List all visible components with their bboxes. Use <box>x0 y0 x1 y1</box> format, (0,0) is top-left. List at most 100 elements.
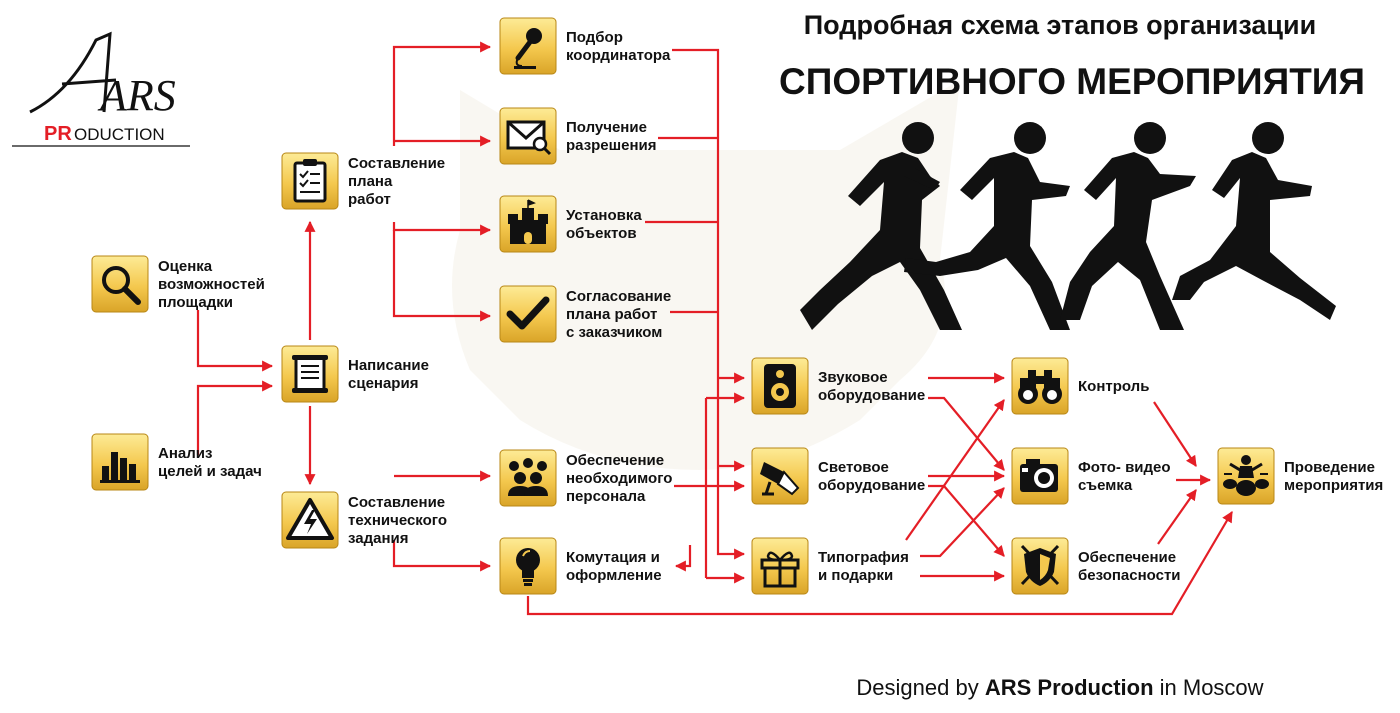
arrow-print-to-control <box>905 399 1005 541</box>
lightbulb-icon <box>516 548 540 586</box>
drummer-icon <box>1223 455 1269 496</box>
castle-icon <box>508 199 548 244</box>
node-label-line: оборудование <box>818 387 925 404</box>
speaker-icon <box>764 364 796 408</box>
binoculars-icon <box>1018 370 1062 404</box>
crowd-icon <box>508 458 548 496</box>
footer-prefix: Designed by <box>856 675 984 700</box>
arrow-tech-to-switch <box>392 540 492 572</box>
node-label-line: безопасности <box>1078 567 1181 584</box>
scroll-icon <box>292 355 328 393</box>
node-label-line: персонала <box>566 488 646 505</box>
node-label-line: целей и задач <box>158 463 262 480</box>
node-label: Контроль <box>1078 378 1149 395</box>
node-label-line: Обеспечение <box>1078 549 1176 566</box>
gift-icon <box>760 551 800 588</box>
runner-figure-3 <box>1060 122 1196 330</box>
footer-suffix: in Moscow <box>1154 675 1264 700</box>
background-watermark <box>452 80 960 470</box>
node-label-line: съемка <box>1078 477 1133 494</box>
logo-sub-rest: ODUCTION <box>74 125 165 144</box>
node-label-line: Звуковое <box>818 369 888 386</box>
node-label-line: Составление <box>348 155 445 172</box>
shield-icon <box>1020 544 1060 586</box>
node-label-line: Типография <box>818 549 909 566</box>
node-label-line: Подбор <box>566 29 623 46</box>
node-label-line: мероприятия <box>1284 477 1383 494</box>
node-label-line: разрешения <box>566 137 657 154</box>
logo-sub-bold: PR <box>44 123 72 145</box>
node-label-line: Комутация и <box>566 549 660 566</box>
runner-figure-2 <box>904 122 1070 330</box>
node-label-line: координатора <box>566 47 671 64</box>
node-label-line: площадки <box>158 294 233 311</box>
logo-mark-text: ARS <box>97 71 176 120</box>
arrow-venue-to-script <box>196 310 274 372</box>
microphone-icon <box>514 28 542 69</box>
node-label-line: оборудование <box>818 477 925 494</box>
node-label-line: плана <box>348 173 393 190</box>
spotlight-icon <box>760 462 800 496</box>
arrow-plan-to-coord <box>392 41 492 146</box>
node-label-line: Контроль <box>1078 378 1149 395</box>
node-label-line: Анализ <box>158 445 212 462</box>
footer-brand: ARS Production <box>985 675 1154 700</box>
node-label-line: технического <box>348 512 447 529</box>
arrow-trunk-to-print <box>672 48 746 560</box>
bar-chart-icon <box>100 452 140 483</box>
arrow-switch-to-event <box>526 511 1233 616</box>
node-label-line: Фото- видео <box>1078 459 1171 476</box>
node-label-line: Проведение <box>1284 459 1375 476</box>
node-label-line: возможностей <box>158 276 265 293</box>
node-label-line: Написание <box>348 357 429 374</box>
node-control: Контроль <box>1011 357 1149 415</box>
runner-figure-4 <box>1172 122 1336 320</box>
magnifier-icon <box>102 266 141 305</box>
runner-figure-1 <box>800 122 962 330</box>
node-label-line: Согласование <box>566 288 671 305</box>
node-label-line: и подарки <box>818 567 893 584</box>
node-label-line: задания <box>348 530 409 547</box>
node-label-line: оформление <box>566 567 662 584</box>
node-label-line: Оценка <box>158 258 213 275</box>
title-line-1: Подробная схема этапов организации <box>804 10 1316 40</box>
ars-logo: ARS PR ODUCTION <box>12 31 190 147</box>
title-line-2: СПОРТИВНОГО МЕРОПРИЯТИЯ <box>779 61 1365 102</box>
arrow-switch-feedback <box>674 545 692 572</box>
arrow-goals-to-script <box>196 380 274 455</box>
node-label-line: Составление <box>348 494 445 511</box>
node-label-line: плана работ <box>566 306 657 323</box>
runners-silhouette <box>800 122 1336 330</box>
